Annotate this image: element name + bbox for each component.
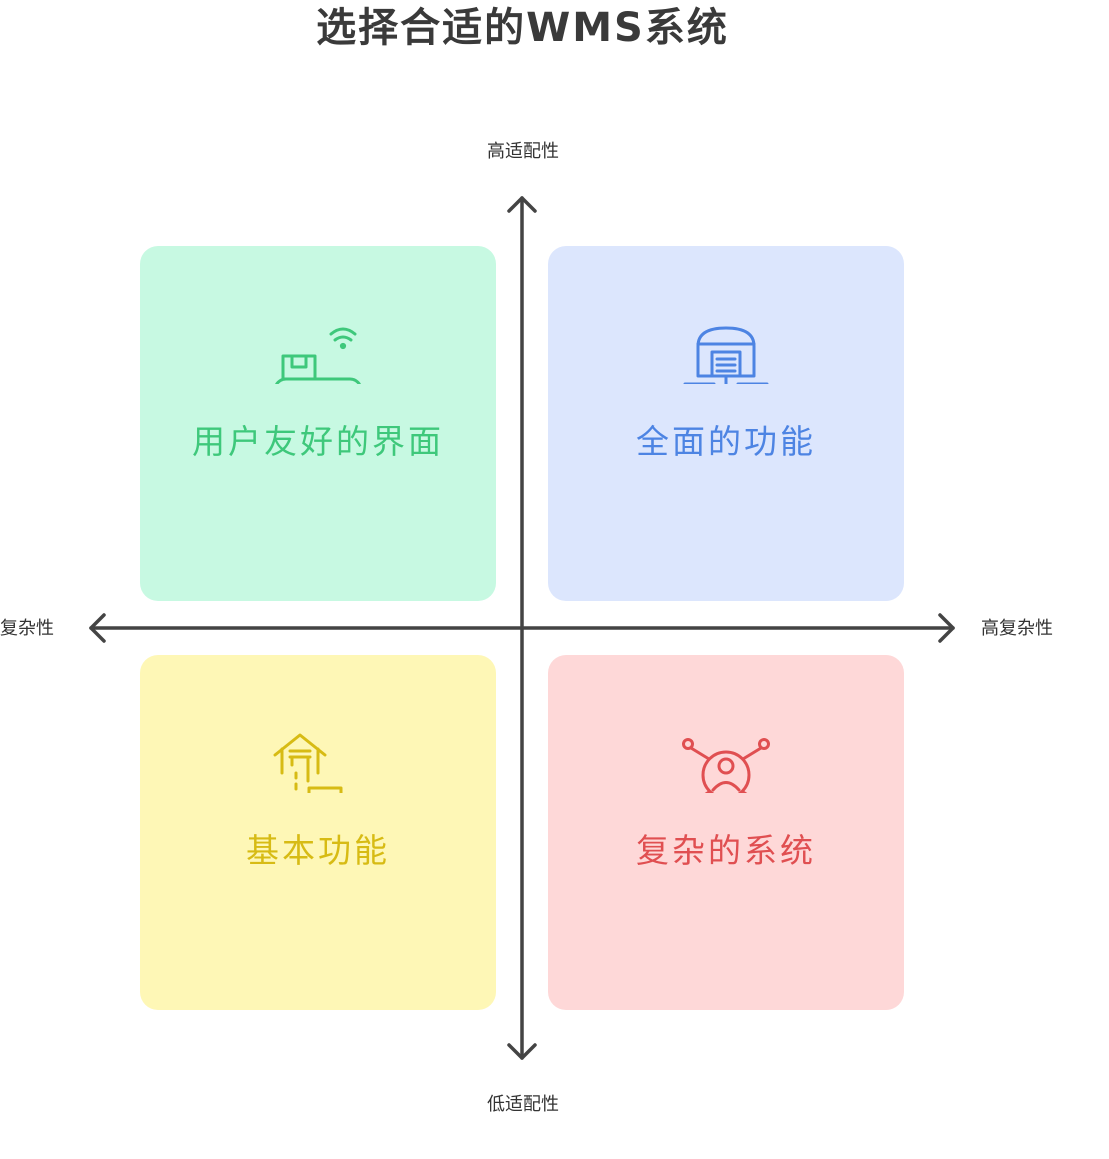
quadrant-label: 全面的功能	[636, 422, 816, 461]
x-axis-arrow-left	[89, 613, 106, 643]
quadrant-bottom-left: 基本功能	[140, 655, 496, 1010]
warehouse-network-icon	[683, 326, 769, 384]
y-axis-top-label: 高适配性	[487, 141, 559, 162]
quadrant-top-right: 全面的功能	[548, 246, 904, 601]
x-axis-left-label: 复杂性	[0, 618, 54, 639]
user-network-icon	[682, 738, 770, 793]
conveyor-wifi-icon	[275, 327, 361, 384]
page-title: 选择合适的WMS系统	[316, 5, 729, 51]
x-axis-arrow-right	[938, 613, 955, 643]
x-axis-right-label: 高复杂性	[981, 618, 1053, 639]
quadrant-label: 复杂的系统	[636, 831, 816, 870]
quadrant-label: 用户友好的界面	[192, 422, 444, 461]
quadrant-bottom-right: 复杂的系统	[548, 655, 904, 1010]
y-axis-bottom-label: 低适配性	[487, 1094, 559, 1115]
quadrant-label: 基本功能	[246, 831, 390, 870]
warehouse-truck-icon	[273, 733, 343, 793]
y-axis-arrow-bottom	[507, 1043, 537, 1060]
quadrant-top-left: 用户友好的界面	[140, 246, 496, 601]
y-axis-arrow-top	[507, 196, 537, 213]
